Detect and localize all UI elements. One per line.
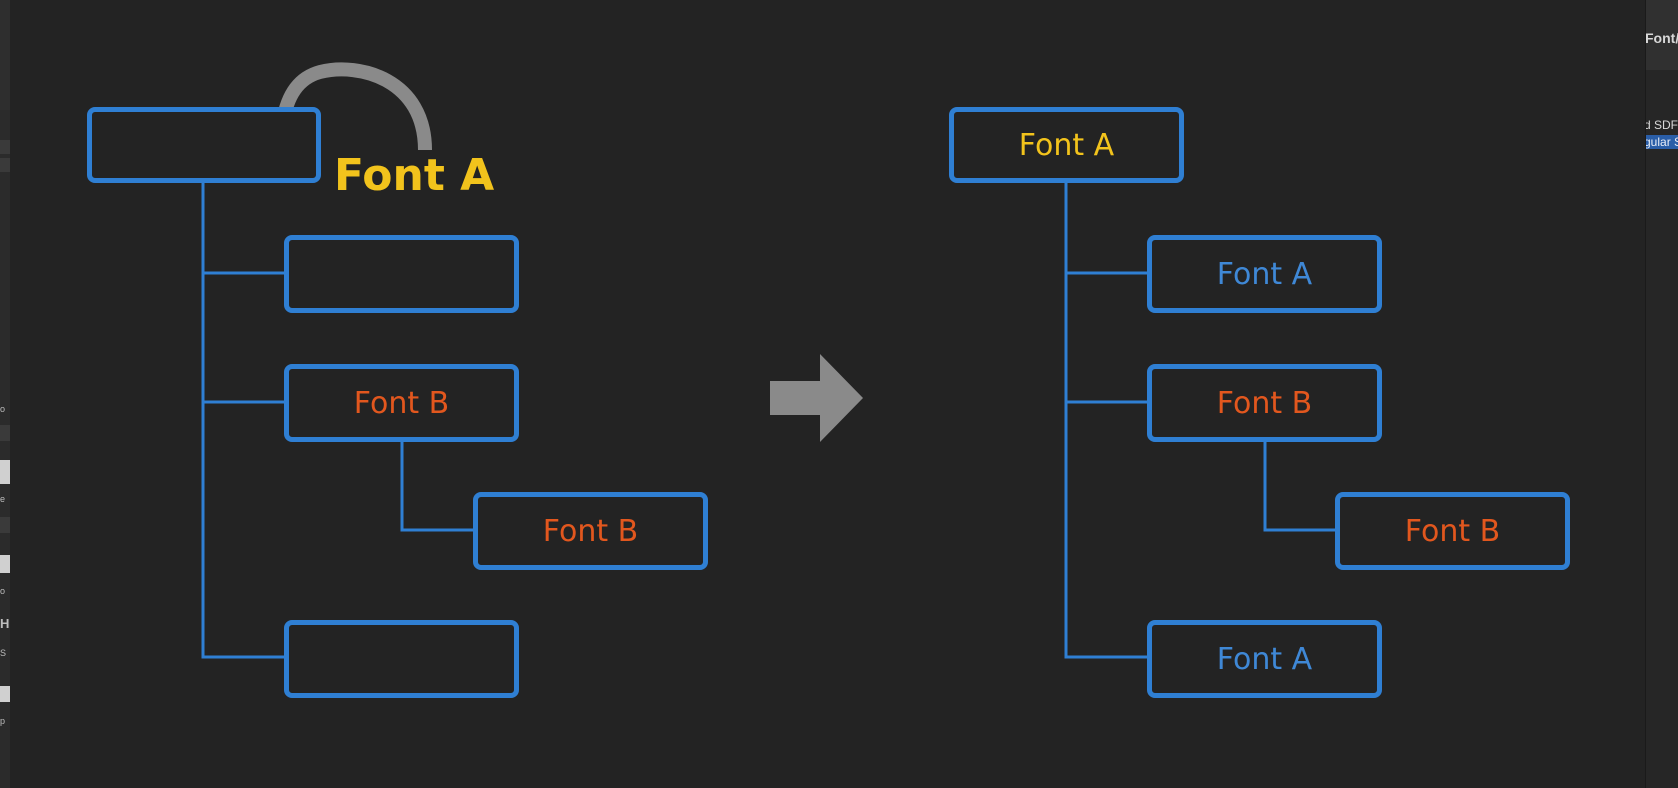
right-arrow-icon xyxy=(770,354,863,442)
after-child-node: Font A xyxy=(1147,620,1382,698)
after-grandchild-label: Font B xyxy=(1404,513,1501,549)
left-panel-fragment: e xyxy=(0,494,6,504)
before-child-node xyxy=(284,620,519,698)
inspector-header: Font/ xyxy=(1645,30,1678,46)
after-child-node: Font B xyxy=(1147,364,1382,442)
after-root-node: Font A xyxy=(949,107,1184,183)
left-panel-fragment: o xyxy=(0,586,6,596)
before-root-font-label: Font A xyxy=(334,150,495,201)
inspector-selected-asset[interactable]: gular S xyxy=(1646,135,1678,149)
before-grandchild-label: Font B xyxy=(542,513,639,549)
after-child-label: Font A xyxy=(1216,256,1313,292)
after-child-label: Font B xyxy=(1216,385,1313,421)
before-grandchild-node: Font B xyxy=(473,492,708,570)
left-panel-edge: o e o H S p xyxy=(0,0,10,788)
inspector-panel-edge: Font/ d SDF gular S xyxy=(1645,0,1678,788)
after-grandchild-node: Font B xyxy=(1335,492,1570,570)
before-child-label: Font B xyxy=(353,385,450,421)
before-child-node: Font B xyxy=(284,364,519,442)
left-panel-fragment: S xyxy=(0,648,7,658)
left-panel-fragment: H xyxy=(0,616,10,631)
left-panel-fragment: o xyxy=(0,404,6,414)
after-child-label: Font A xyxy=(1216,641,1313,677)
after-child-node: Font A xyxy=(1147,235,1382,313)
inspector-asset-line: d SDF xyxy=(1645,118,1678,132)
left-panel-fragment: p xyxy=(0,716,6,726)
after-root-node-label: Font A xyxy=(1018,127,1115,163)
before-root-node xyxy=(87,107,321,183)
before-child-node xyxy=(284,235,519,313)
